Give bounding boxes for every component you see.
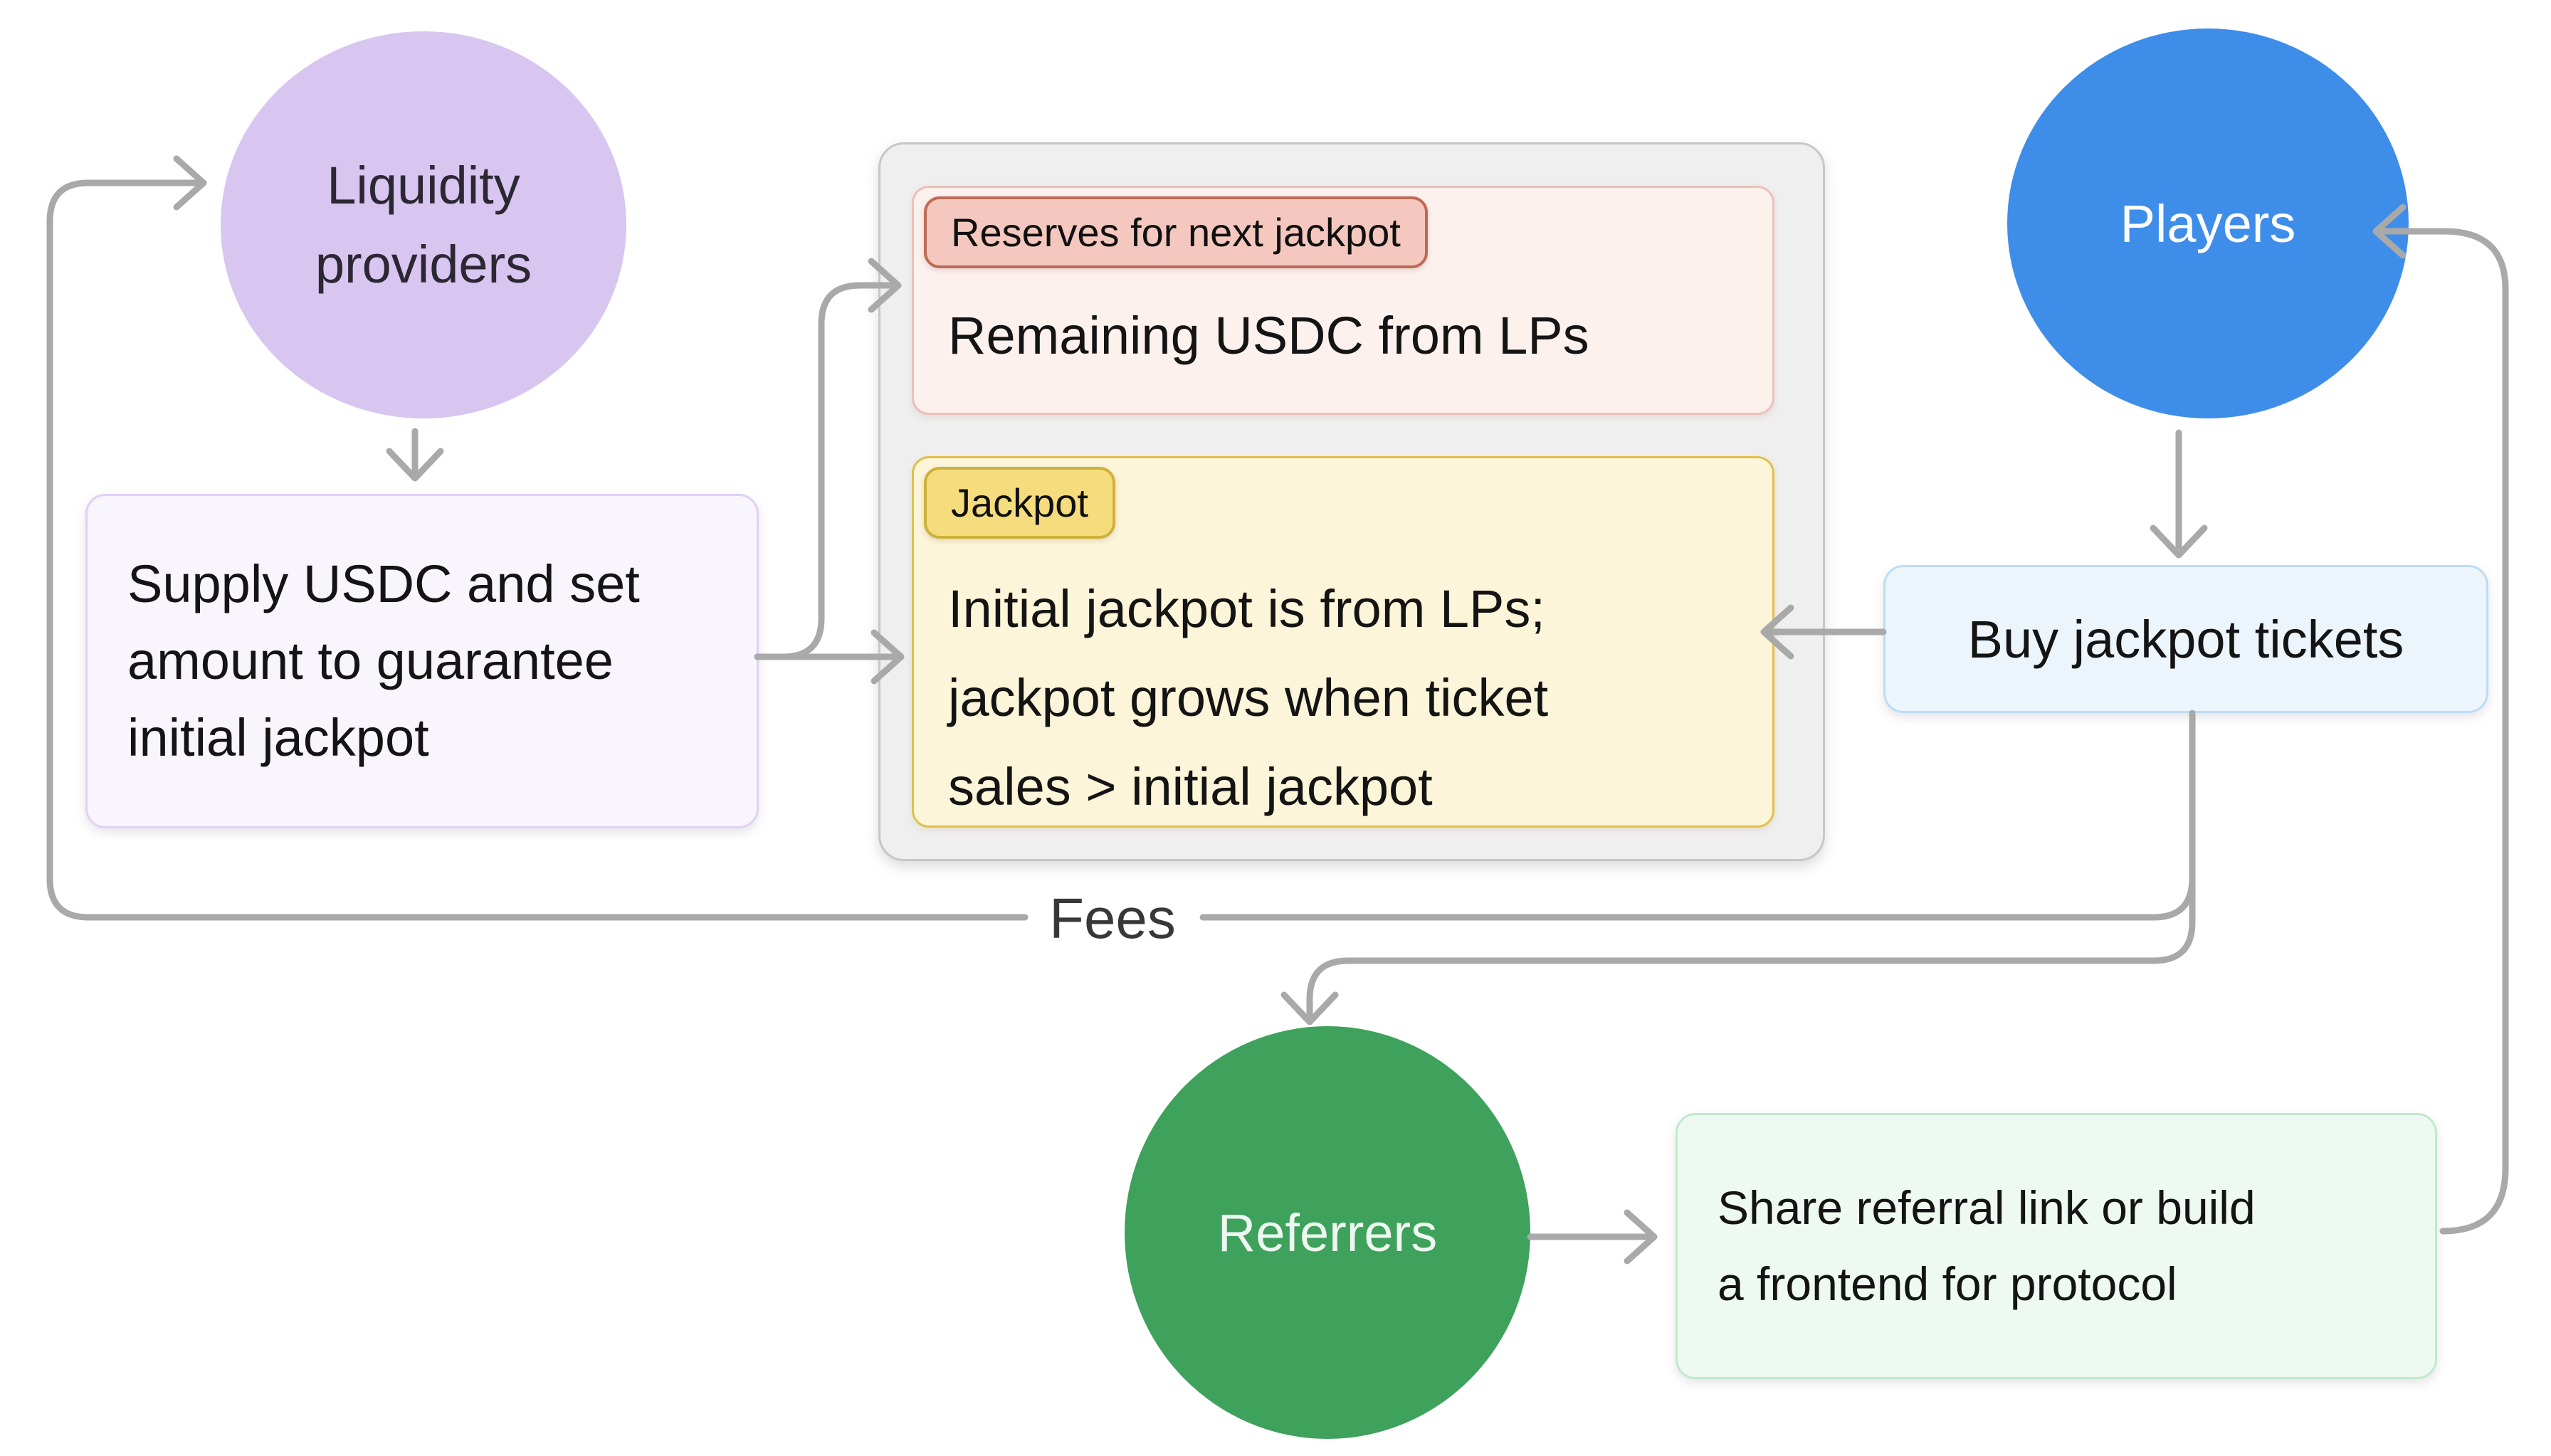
fees-line-right	[1199, 875, 2196, 921]
arrowhead-buy-to-referrers	[1280, 991, 1339, 1025]
share-referral-label: Share referral link or build a frontend …	[1718, 1181, 2256, 1310]
node-share-referral: Share referral link or build a frontend …	[1676, 1113, 2437, 1379]
jackpot-label: Initial jackpot is from LPs; jackpot gro…	[948, 579, 1549, 817]
node-referrers: Referrers	[1125, 1026, 1530, 1439]
supply-usdc-label: Supply USDC and set amount to guarantee …	[127, 554, 640, 768]
node-pool-container: Reserves for next jackpot Remaining USDC…	[878, 142, 1825, 861]
node-reserves: Reserves for next jackpot Remaining USDC…	[912, 186, 1774, 415]
node-jackpot: Jackpot Initial jackpot is from LPs; jac…	[912, 456, 1774, 828]
players-label: Players	[2120, 194, 2296, 253]
reserves-label: Remaining USDC from LPs	[948, 306, 1589, 365]
node-supply-usdc: Supply USDC and set amount to guarantee …	[85, 494, 759, 828]
arrow-share-to-players	[2378, 228, 2509, 1235]
liquidity-providers-label: Liquidity providers	[315, 156, 532, 294]
reserves-badge: Reserves for next jackpot	[924, 196, 1428, 268]
arrow-supply-to-reserves	[754, 282, 896, 660]
arrowhead-referrers-to-share	[1624, 1209, 1658, 1265]
arrowhead-fees-to-lp	[173, 155, 207, 211]
arrowhead-players-to-buy	[2150, 524, 2208, 559]
referrers-label: Referrers	[1217, 1203, 1438, 1262]
arrowhead-lp-to-supply	[386, 448, 444, 482]
jackpot-badge: Jackpot	[924, 467, 1115, 539]
node-liquidity-providers: Liquidity providers	[221, 31, 626, 418]
fees-edge-label: Fees	[1049, 887, 1176, 950]
buy-tickets-label: Buy jackpot tickets	[1967, 609, 2404, 669]
node-players: Players	[2007, 28, 2409, 418]
node-buy-tickets: Buy jackpot tickets	[1883, 565, 2488, 713]
